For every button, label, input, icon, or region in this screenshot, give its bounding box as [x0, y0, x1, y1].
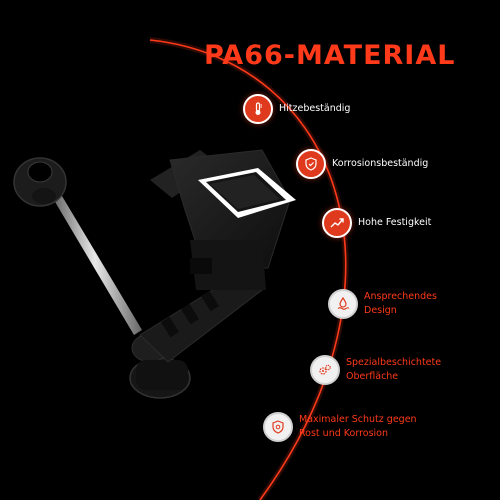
- feature-label: Spezialbeschichtete Oberfläche: [346, 356, 441, 384]
- thermometer-icon: [243, 94, 273, 124]
- trend-arrow-icon: [322, 208, 352, 238]
- feature-label: Maximaler Schutz gegen Rost und Korrosio…: [299, 413, 417, 441]
- headline: PA66-MATERIAL: [204, 40, 456, 71]
- feature-special-coating: Spezialbeschichtete Oberfläche: [310, 355, 441, 385]
- feature-corrosion-resistant: Korrosionsbeständig: [296, 149, 428, 179]
- feature-label: Korrosionsbeständig: [332, 158, 429, 169]
- feature-label-line2: Rost und Korrosion: [299, 428, 389, 439]
- feature-label-line1: Ansprechendes: [364, 291, 437, 302]
- feature-label: Ansprechendes Design: [364, 290, 437, 318]
- feature-label: Hitzebeständig: [279, 103, 351, 114]
- feature-label: Hohe Festigkeit: [358, 217, 432, 228]
- feature-heat-resistant: Hitzebeständig: [243, 94, 350, 124]
- feature-label-line1: Spezialbeschichtete: [346, 357, 442, 368]
- feature-label-line1: Maximaler Schutz gegen: [299, 414, 417, 425]
- feature-high-strength: Hohe Festigkeit: [322, 208, 431, 238]
- feature-label-line2: Oberfläche: [346, 371, 399, 382]
- gears-icon: [310, 355, 340, 385]
- droplet-wave-icon: [328, 289, 358, 319]
- feature-label-line2: Design: [364, 305, 397, 316]
- shield-icon: [263, 412, 293, 442]
- feature-max-protection: Maximaler Schutz gegen Rost und Korrosio…: [263, 412, 417, 442]
- shield-icon: [296, 149, 326, 179]
- feature-appealing-design: Ansprechendes Design: [328, 289, 437, 319]
